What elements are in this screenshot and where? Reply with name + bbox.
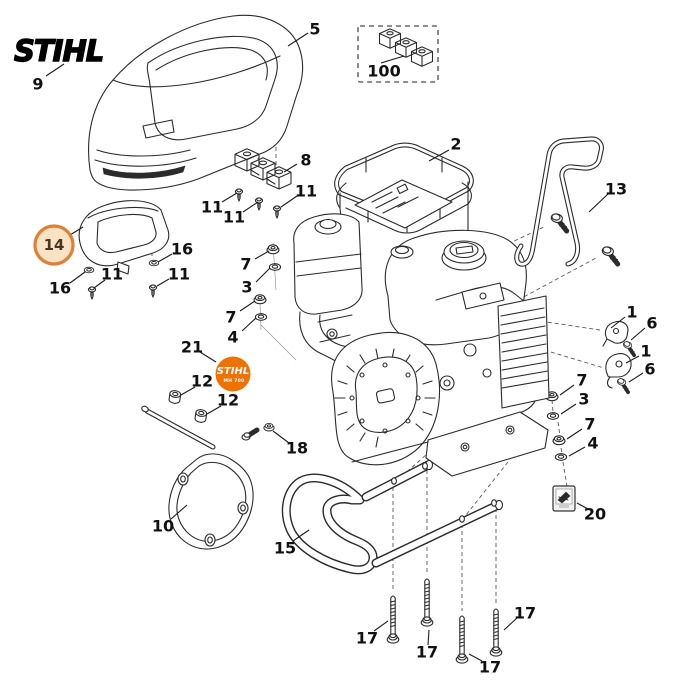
spare-parts-box bbox=[357, 26, 439, 83]
part-label-9[interactable]: 9 bbox=[32, 75, 43, 94]
clamps-art bbox=[602, 320, 639, 395]
hood-cover-art bbox=[88, 14, 304, 191]
part-label-15[interactable]: 15 bbox=[274, 539, 296, 558]
info-sticker-art bbox=[552, 485, 576, 512]
leader-line-3 bbox=[255, 267, 271, 283]
part-label-13[interactable]: 13 bbox=[605, 180, 627, 199]
part-label-3[interactable]: 3 bbox=[578, 390, 589, 409]
leader-line-17 bbox=[427, 629, 430, 646]
leader-line-7 bbox=[254, 250, 270, 260]
leader-line-4 bbox=[568, 446, 586, 457]
bracket-art bbox=[141, 405, 254, 550]
leader-line-6 bbox=[630, 327, 646, 341]
part-label-10[interactable]: 10 bbox=[152, 517, 174, 536]
leader-line-16 bbox=[157, 253, 173, 263]
leader-line-20 bbox=[576, 502, 589, 510]
part-label-4[interactable]: 4 bbox=[227, 328, 238, 347]
leader-line-7 bbox=[566, 428, 583, 440]
part-label-11[interactable]: 11 bbox=[295, 182, 317, 201]
leader-line-9 bbox=[45, 63, 65, 77]
model-badge: STIHL MH 700 bbox=[215, 356, 251, 392]
leader-line-12 bbox=[206, 405, 222, 415]
leader-line-17 bbox=[468, 653, 483, 662]
highlight-ring-part-14[interactable] bbox=[33, 224, 75, 266]
part-label-7[interactable]: 7 bbox=[225, 308, 236, 327]
leader-line-1 bbox=[625, 355, 640, 364]
leader-line-11 bbox=[280, 195, 298, 208]
part-label-14[interactable]: 14 bbox=[44, 236, 65, 254]
leader-line-5 bbox=[287, 32, 309, 47]
part-label-12[interactable]: 12 bbox=[217, 391, 239, 410]
leader-line-11 bbox=[93, 279, 106, 289]
part-label-100[interactable]: 100 bbox=[367, 62, 400, 81]
small-cover-art bbox=[78, 200, 170, 275]
part-label-6[interactable]: 6 bbox=[644, 360, 655, 379]
cooling-fins bbox=[334, 348, 436, 448]
cylinder-fins bbox=[500, 307, 549, 389]
part-label-1[interactable]: 1 bbox=[640, 342, 651, 361]
long-bolts-art bbox=[386, 578, 503, 664]
part-label-7[interactable]: 7 bbox=[584, 415, 595, 434]
part-label-17[interactable]: 17 bbox=[514, 604, 536, 623]
part-label-1[interactable]: 1 bbox=[626, 303, 637, 322]
leader-line-13 bbox=[588, 193, 609, 213]
part-label-11[interactable]: 11 bbox=[223, 208, 245, 227]
part-label-7[interactable]: 7 bbox=[576, 371, 587, 390]
leader-line-17 bbox=[503, 617, 518, 631]
part-label-2[interactable]: 2 bbox=[450, 135, 461, 154]
model-badge-brand: STIHL bbox=[217, 366, 250, 377]
part-label-18[interactable]: 18 bbox=[286, 439, 308, 458]
part-label-7[interactable]: 7 bbox=[240, 255, 251, 274]
leader-line-1 bbox=[610, 316, 626, 329]
part-label-16[interactable]: 16 bbox=[171, 240, 193, 259]
leader-line-14 bbox=[69, 226, 84, 236]
leader-line-8 bbox=[283, 163, 298, 173]
leader-line-18 bbox=[272, 430, 290, 444]
leader-line-11 bbox=[156, 278, 170, 287]
wire-handle-art bbox=[514, 136, 621, 267]
engine-art bbox=[293, 142, 550, 477]
part-label-5[interactable]: 5 bbox=[309, 20, 320, 39]
part-label-16[interactable]: 16 bbox=[49, 279, 71, 298]
leader-line-16 bbox=[69, 271, 86, 284]
leader-line-6 bbox=[628, 372, 644, 383]
part-label-4[interactable]: 4 bbox=[587, 434, 598, 453]
part-label-11[interactable]: 11 bbox=[101, 265, 123, 284]
leader-line-21 bbox=[199, 351, 217, 363]
model-badge-model: MH 700 bbox=[223, 378, 244, 384]
part-label-12[interactable]: 12 bbox=[191, 372, 213, 391]
leader-line-11 bbox=[242, 201, 259, 213]
leader-line-10 bbox=[170, 504, 188, 520]
part-label-11[interactable]: 11 bbox=[201, 198, 223, 217]
leader-line-15 bbox=[292, 529, 310, 542]
leader-line-3 bbox=[560, 403, 577, 415]
rubber-mounts-art bbox=[235, 149, 291, 189]
leader-line-12 bbox=[180, 386, 196, 396]
leader-line-11 bbox=[221, 192, 238, 203]
part-label-21[interactable]: 21 bbox=[181, 338, 203, 357]
part-label-8[interactable]: 8 bbox=[300, 151, 311, 170]
stihl-logo: STIHL bbox=[14, 34, 103, 68]
part-callouts: 9510028111111141611161173742112121810151… bbox=[32, 20, 657, 677]
part-label-17[interactable]: 17 bbox=[416, 643, 438, 662]
part-label-3[interactable]: 3 bbox=[241, 278, 252, 297]
leader-line-7 bbox=[239, 300, 256, 312]
part-label-17[interactable]: 17 bbox=[356, 629, 378, 648]
leader-line-17 bbox=[373, 620, 389, 632]
leader-line-100 bbox=[380, 55, 405, 64]
part-label-17[interactable]: 17 bbox=[479, 658, 501, 677]
transport-handle-art bbox=[281, 459, 504, 575]
part-label-6[interactable]: 6 bbox=[646, 314, 657, 333]
leader-line-4 bbox=[241, 317, 257, 332]
part-label-11[interactable]: 11 bbox=[168, 265, 190, 284]
small-hardware-art bbox=[168, 389, 275, 441]
leader-line-7 bbox=[559, 384, 575, 396]
leader-line-2 bbox=[428, 149, 450, 162]
part-label-20[interactable]: 20 bbox=[584, 505, 606, 524]
